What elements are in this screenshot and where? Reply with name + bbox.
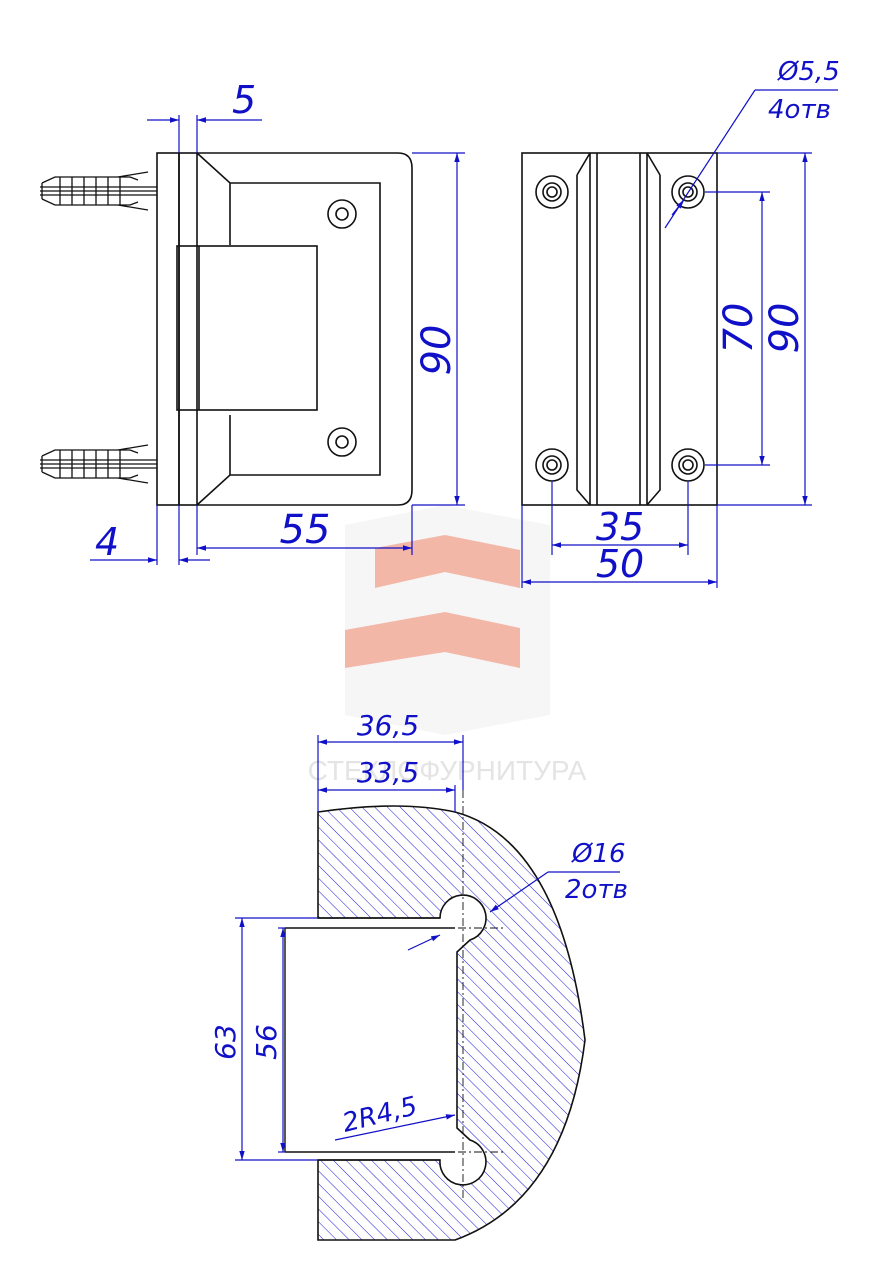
hole-top-right-inner — [678, 182, 698, 202]
section-hatched-body — [317, 805, 586, 1241]
wall-plate — [156, 152, 180, 506]
screw-top-inner — [335, 207, 349, 221]
hole-bottom-right-inner — [678, 455, 698, 475]
front-view-dimensions — [521, 89, 838, 588]
dim-front-height: 90 — [762, 303, 808, 354]
front-plate — [521, 152, 718, 506]
hinge-inner-bevel — [196, 152, 381, 506]
watermark-logo — [345, 505, 550, 735]
hole-bottom-left-core — [546, 459, 558, 471]
screw-bottom — [327, 427, 357, 457]
hole-bottom-left — [535, 448, 569, 482]
dim-body-length: 55 — [280, 507, 331, 553]
glass-clamp — [176, 245, 318, 411]
dim-hole-spacing-horizontal: 35 — [596, 505, 644, 549]
front-view — [521, 152, 718, 506]
dim-inner-width: 33,5 — [357, 756, 419, 789]
dim-outer-height: 63 — [209, 1024, 242, 1060]
hinge-body-outline — [197, 152, 413, 506]
wall-anchor-bottom — [40, 444, 157, 484]
dim-top-width: 5 — [232, 78, 256, 122]
section-view-dimensions — [235, 735, 620, 1161]
dim-plate-thickness: 4 — [95, 520, 119, 564]
watermark-text: СТЕКЛОФУРНИТУРА — [308, 755, 587, 786]
front-center-rib — [576, 152, 661, 506]
watermark: СТЕКЛОФУРНИТУРА — [308, 505, 587, 786]
screw-top — [327, 199, 357, 229]
hole-top-left — [535, 175, 569, 209]
screw-bottom-inner — [335, 435, 349, 449]
hole-top-left-inner — [542, 182, 562, 202]
dim-bore-diameter: Ø16 — [571, 839, 626, 869]
dim-hole-spacing-vertical: 70 — [716, 303, 762, 354]
wall-anchor-top — [40, 171, 157, 211]
dim-hole-diameter: Ø5,5 — [777, 57, 840, 87]
hole-top-right-core — [682, 186, 694, 198]
dim-side-height: 90 — [414, 325, 460, 376]
dim-hole-count: 4отв — [768, 95, 831, 125]
section-inner-profile — [284, 790, 505, 1200]
dim-radius: 2R4,5 — [339, 1091, 420, 1138]
side-view-dimensions — [90, 115, 465, 565]
side-view — [40, 152, 413, 506]
dim-inner-height: 56 — [250, 1024, 283, 1060]
dim-bore-count: 2отв — [565, 875, 628, 905]
hole-bottom-right-core — [682, 459, 694, 471]
hole-top-left-core — [546, 186, 558, 198]
hole-top-right — [671, 175, 705, 209]
dim-front-width: 50 — [596, 542, 644, 586]
body-flange — [178, 152, 198, 506]
hole-bottom-left-inner — [542, 455, 562, 475]
dim-outer-width: 36,5 — [357, 709, 419, 742]
section-view — [284, 790, 586, 1241]
hole-bottom-right — [671, 448, 705, 482]
